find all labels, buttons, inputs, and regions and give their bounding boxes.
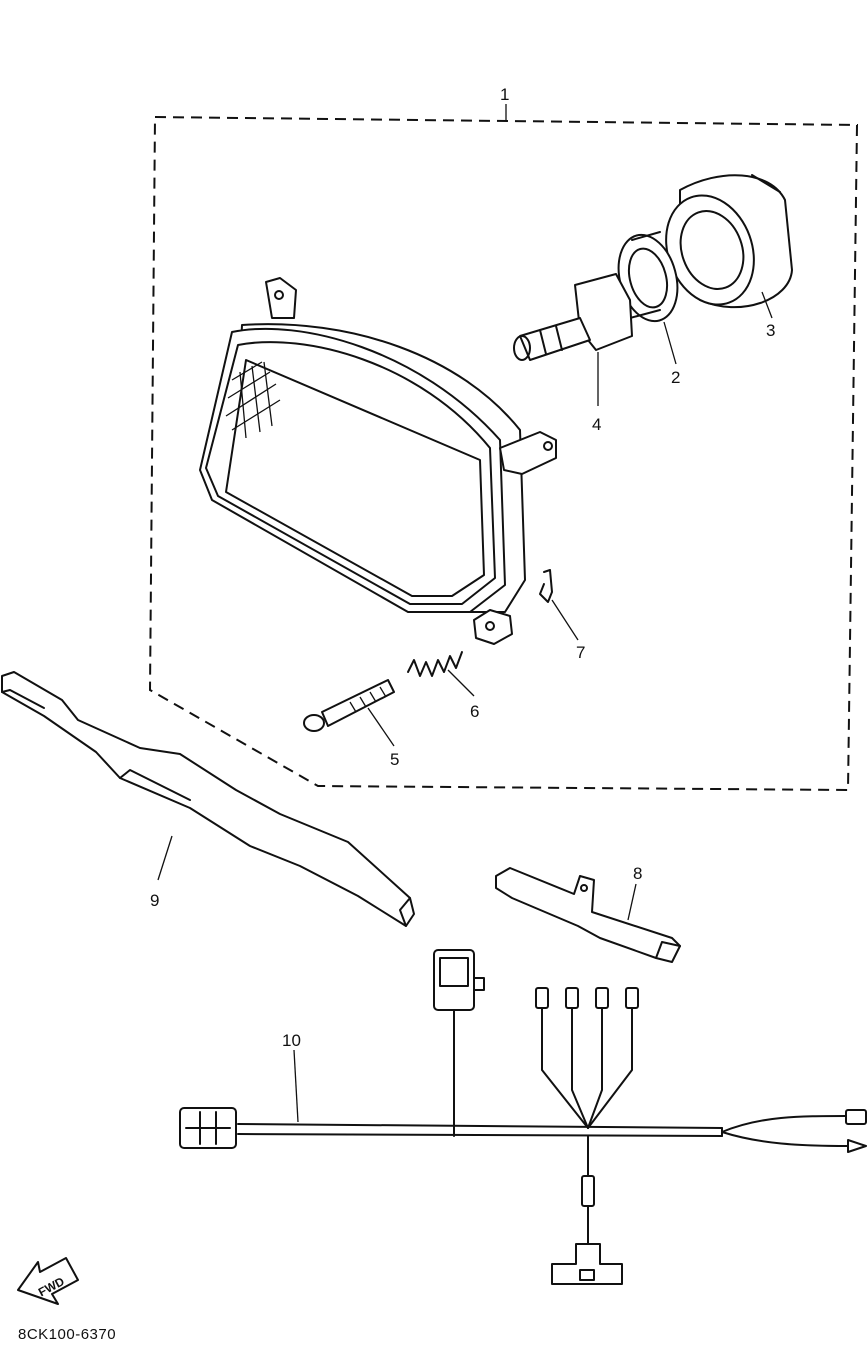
adjusting-screw [303, 679, 395, 732]
callout-6: 6 [470, 702, 479, 721]
callout-4: 4 [592, 415, 601, 434]
leader-9 [157, 835, 173, 881]
leader-10 [293, 1049, 299, 1123]
leader-7 [551, 599, 579, 641]
callout-8: 8 [633, 864, 642, 883]
callout-3: 3 [766, 321, 775, 340]
headlight-bulb [513, 273, 633, 361]
callout-9: 9 [150, 891, 159, 910]
leader-2 [663, 321, 677, 365]
wire-harness [179, 949, 867, 1285]
callout-7: 7 [576, 643, 585, 662]
spring [407, 651, 463, 677]
diagram-code: 8CK100-6370 [18, 1326, 117, 1343]
callout-1: 1 [500, 85, 509, 104]
long-bracket [1, 671, 415, 927]
leader-8 [627, 883, 637, 921]
callout-10: 10 [282, 1031, 301, 1050]
leader-6 [447, 669, 475, 697]
leader-3 [761, 291, 773, 319]
short-bracket [495, 867, 681, 963]
callout-5: 5 [390, 750, 399, 769]
clip [539, 569, 553, 603]
bulb-cover [665, 174, 793, 309]
callout-2: 2 [671, 368, 680, 387]
assembly-boundary [148, 115, 859, 792]
headlight-unit [199, 277, 557, 645]
leader-5 [367, 707, 395, 747]
fwd-arrow-icon: FWD [17, 1257, 79, 1305]
